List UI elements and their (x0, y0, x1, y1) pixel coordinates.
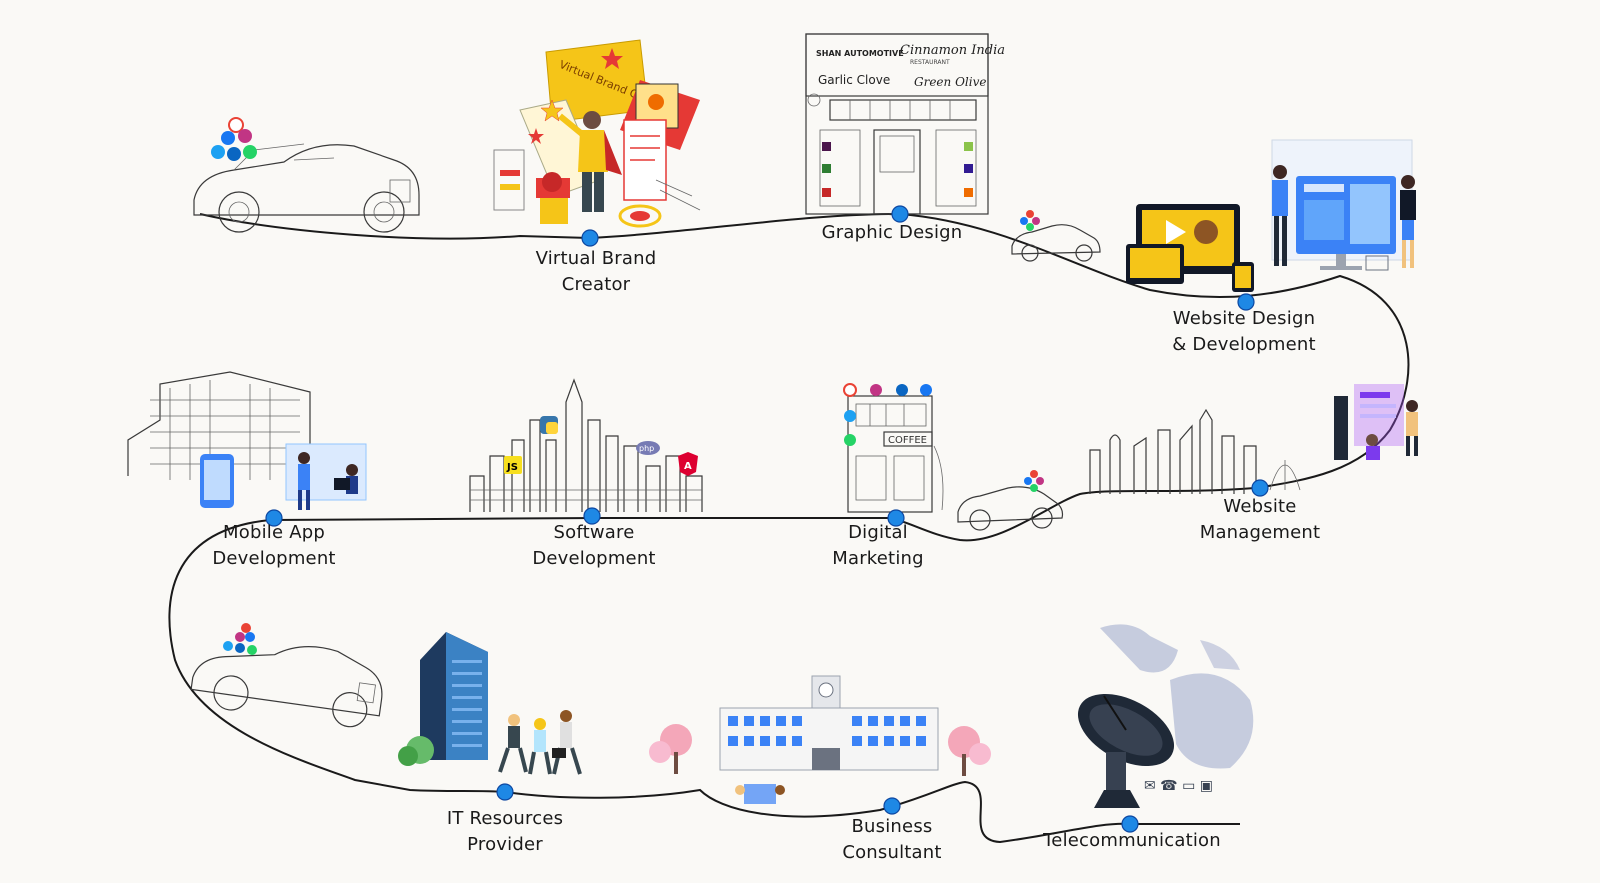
label-telecommunication: Telecommunication (1043, 828, 1221, 854)
label-line: Marketing (832, 548, 924, 569)
label-virtual-brand-creator: Virtual Brand Creator (536, 246, 657, 298)
office-mobile-sketch (127, 371, 367, 510)
brand-creator-illustration: Virtual Brand Creator (493, 39, 701, 228)
small-car-illustration (1011, 224, 1101, 262)
label-website-design-development: Website Design & Development (1172, 306, 1316, 358)
roadmap-path (168, 212, 1410, 844)
label-it-resources-provider: IT Resources Provider (447, 806, 563, 858)
skyline-sketch (1089, 384, 1418, 494)
city-tech-sketch: JS php A (469, 378, 703, 512)
social-icons-cluster (211, 117, 257, 161)
marker-it-resources-provider[interactable] (496, 783, 514, 801)
marker-software-development[interactable] (583, 507, 601, 525)
label-software-development: Software Development (532, 520, 655, 572)
label-line: Website Design (1172, 308, 1316, 329)
tower-people-illustration (398, 632, 582, 775)
label-graphic-design: Graphic Design (822, 220, 963, 246)
coffee-sign: COFFEE (888, 435, 927, 446)
campus-building-illustration (649, 675, 991, 804)
marker-graphic-design[interactable] (891, 205, 909, 223)
label-line: IT Resources (446, 808, 564, 829)
label-line: Management (1199, 522, 1321, 543)
angular-badge: A (684, 461, 692, 472)
garlic-clove-sign: Garlic Clove (818, 73, 890, 87)
marker-digital-marketing[interactable] (887, 509, 905, 527)
marker-virtual-brand-creator[interactable] (581, 229, 599, 247)
marker-mobile-app-development[interactable] (265, 509, 283, 527)
label-line: Software (553, 522, 635, 543)
satellite-dish-illustration: ✉ ☎ ▭ ▣ (1077, 624, 1254, 808)
marker-business-consultant[interactable] (883, 797, 901, 815)
label-line: Digital (848, 522, 908, 543)
green-olive-sign: Green Olive (914, 75, 986, 89)
label-line: Creator (561, 274, 631, 295)
cinnamon-sub-sign: RESTAURANT (910, 59, 950, 66)
marker-website-design-development[interactable] (1237, 293, 1255, 311)
cinnamon-india-sign: Cinnamon India (900, 43, 1005, 58)
web-devices-illustration (1126, 139, 1416, 292)
marker-telecommunication[interactable] (1121, 815, 1139, 833)
label-line: Virtual Brand (535, 248, 657, 269)
label-digital-marketing: Digital Marketing (832, 520, 924, 572)
social-icons-cluster-bottom (223, 623, 257, 655)
label-business-consultant: Business Consultant (842, 814, 941, 866)
telecom-icons-row: ✉ ☎ ▭ ▣ (1144, 778, 1213, 794)
label-line: Mobile App (223, 522, 325, 543)
label-line: Provider (467, 834, 543, 855)
step-markers (265, 205, 1269, 833)
social-icons-cluster-mid (1024, 470, 1044, 492)
coffee-shop-sketch: COFFEE (843, 383, 944, 513)
shan-automotive-sign: SHAN AUTOMOTIVE (816, 49, 904, 58)
label-mobile-app-development: Mobile App Development (212, 520, 335, 572)
car-mid-illustration (957, 486, 1064, 531)
php-badge: php (639, 444, 654, 453)
marker-website-management[interactable] (1251, 479, 1269, 497)
label-line: Graphic Design (821, 222, 963, 243)
label-line: Consultant (842, 842, 942, 863)
label-line: Business (851, 816, 933, 837)
convertible-car-illustration (193, 143, 420, 233)
label-line: Telecommunication (1043, 830, 1221, 851)
label-line: & Development (1172, 334, 1316, 355)
js-badge: JS (506, 462, 518, 473)
label-line: Website (1223, 496, 1297, 517)
social-icons-cluster-small (1020, 210, 1040, 231)
label-line: Development (212, 548, 336, 569)
convertible-car-bottom-illustration (190, 646, 383, 728)
label-website-management: Website Management (1200, 494, 1321, 546)
label-line: Development (532, 548, 656, 569)
storefront-sketch: SHAN AUTOMOTIVE Cinnamon India RESTAURAN… (805, 33, 1005, 215)
